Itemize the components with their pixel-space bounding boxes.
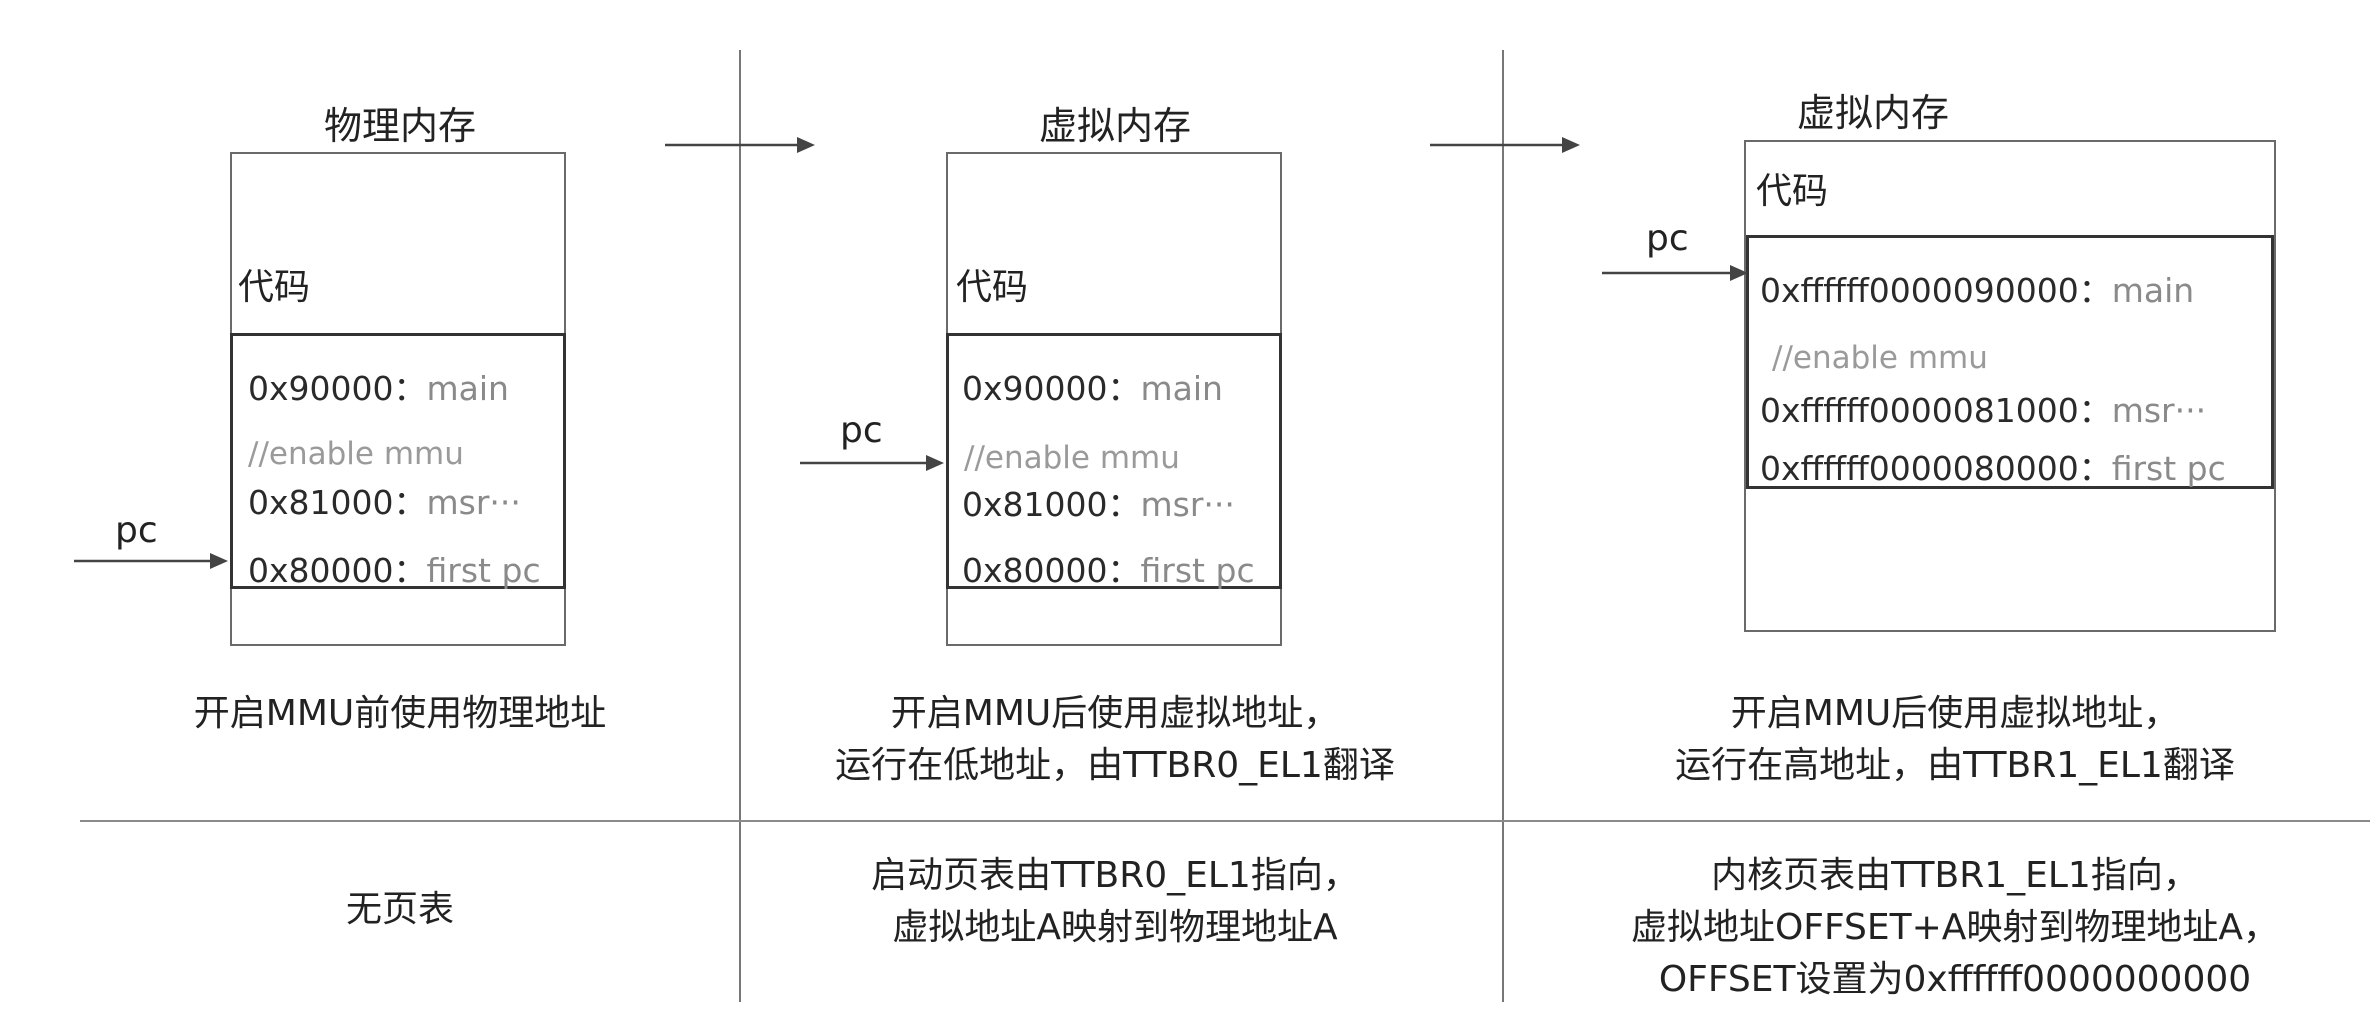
column-divider-1 (739, 50, 741, 1002)
caption-line: 开启MMU前使用物理地址 (193, 693, 607, 734)
row-divider (80, 820, 2370, 822)
caption-line: 虚拟地址A映射到物理地址A (892, 907, 1338, 948)
caption-line: OFFSET设置为0xffffff0000000000 (1658, 959, 2252, 1000)
panel-title: 虚拟内存 (1796, 91, 1950, 135)
code-line-first-pc: 0x80000：first pc (248, 544, 541, 592)
pc-arrow (1602, 265, 1748, 281)
caption-line: 开启MMU后使用虚拟地址， (1730, 693, 2180, 734)
column-divider-2 (1502, 50, 1504, 1002)
address: 0x81000： (962, 485, 1141, 524)
code-line-main: 0x90000：main (962, 362, 1223, 410)
pc-label: pc (1646, 218, 1689, 259)
mode-caption: 开启MMU后使用虚拟地址， 运行在高地址，由TTBR1_EL1翻译 (1675, 688, 2235, 792)
code-line-first-pc: 0x80000：first pc (962, 544, 1255, 592)
code-region (230, 333, 566, 589)
description: msr··· (1140, 485, 1235, 524)
code-region (946, 333, 1282, 589)
memory-box (230, 152, 566, 646)
mode-caption: 开启MMU前使用物理地址 (194, 688, 606, 740)
caption-line: 启动页表由TTBR0_EL1指向， (871, 855, 1359, 896)
caption-line: 虚拟地址OFFSET+A映射到物理地址A， (1630, 907, 2280, 948)
caption-line: 开启MMU后使用虚拟地址， (890, 693, 1340, 734)
pc-arrow (74, 553, 228, 569)
memory-box (1744, 140, 2276, 632)
address: 0x90000： (962, 369, 1141, 408)
address: 0x90000： (248, 369, 427, 408)
code-line-first-pc: 0xffffff0000080000：first pc (1760, 442, 2226, 490)
enable-mmu-comment: //enable mmu (1772, 340, 1988, 376)
address: 0x80000： (962, 551, 1141, 590)
description: main (1140, 369, 1223, 408)
pc-label: pc (840, 410, 883, 451)
description: first pc (426, 551, 541, 590)
address: 0x81000： (248, 483, 427, 522)
pc-arrow (800, 455, 944, 471)
address: 0xffffff0000081000： (1760, 391, 2112, 430)
address: 0xffffff0000090000： (1760, 271, 2112, 310)
page-table-caption: 启动页表由TTBR0_EL1指向， 虚拟地址A映射到物理地址A (871, 850, 1359, 954)
enable-mmu-comment: //enable mmu (248, 436, 464, 472)
code-label: 代码 (956, 267, 1029, 308)
transition-arrow-2 (1430, 137, 1580, 153)
address: 0xffffff0000080000： (1760, 449, 2112, 488)
code-line-msr: 0x81000：msr··· (248, 476, 521, 524)
description: main (2111, 271, 2195, 310)
description: main (426, 369, 509, 408)
description: msr··· (2111, 391, 2207, 430)
panel-title: 物理内存 (323, 104, 477, 148)
address: 0x80000： (248, 551, 427, 590)
caption-line: 无页表 (345, 889, 455, 930)
memory-box (946, 152, 1282, 646)
code-label: 代码 (238, 267, 311, 308)
code-line-msr: 0x81000：msr··· (962, 478, 1235, 526)
transition-arrow-1 (665, 137, 815, 153)
description: first pc (2111, 449, 2226, 488)
page-table-caption: 无页表 (346, 884, 454, 936)
code-line-msr: 0xffffff0000081000：msr··· (1760, 384, 2206, 432)
code-region (1746, 235, 2274, 489)
caption-line: 运行在低地址，由TTBR0_EL1翻译 (835, 745, 1395, 786)
page-table-caption: 内核页表由TTBR1_EL1指向， 虚拟地址OFFSET+A映射到物理地址A， … (1631, 850, 2279, 1006)
code-line-main: 0x90000：main (248, 362, 509, 410)
description: first pc (1140, 551, 1255, 590)
panel-title: 虚拟内存 (1038, 104, 1192, 148)
caption-line: 内核页表由TTBR1_EL1指向， (1711, 855, 2199, 896)
description: msr··· (426, 483, 521, 522)
pc-label: pc (115, 510, 158, 551)
mode-caption: 开启MMU后使用虚拟地址， 运行在低地址，由TTBR0_EL1翻译 (835, 688, 1395, 792)
caption-line: 运行在高地址，由TTBR1_EL1翻译 (1675, 745, 2235, 786)
enable-mmu-comment: //enable mmu (964, 440, 1180, 476)
code-label: 代码 (1756, 171, 1829, 212)
code-line-main: 0xffffff0000090000：main (1760, 264, 2194, 312)
